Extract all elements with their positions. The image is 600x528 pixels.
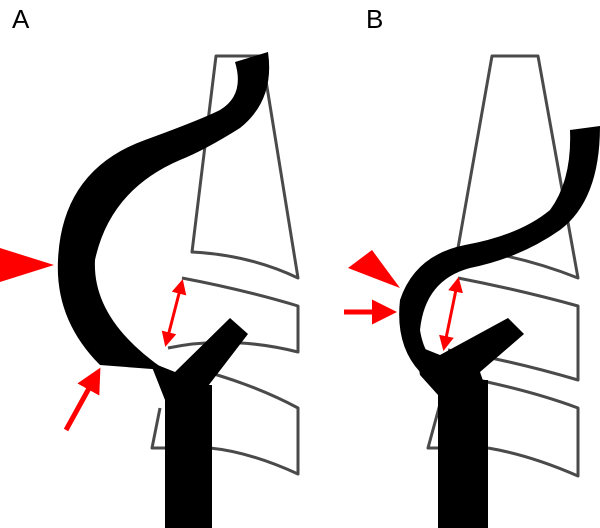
implant-thread-2-b (477, 378, 580, 478)
tissue-curve-b (399, 126, 600, 372)
panel-label-b: B (366, 4, 384, 34)
arrowhead-indicator-icon-b (348, 250, 400, 288)
double-headed-arrow-icon (161, 279, 187, 347)
implant-thread-2-a (199, 368, 300, 476)
panel-label-a: A (12, 4, 30, 34)
panel-b (344, 54, 600, 528)
tissue-stem-b (438, 380, 488, 528)
tissue-junction-b (415, 318, 524, 395)
double-headed-arrow-icon-b (439, 277, 463, 351)
tissue-curve-a (57, 52, 270, 370)
implant-thread-3-a (150, 407, 170, 450)
tissue-stem-a (165, 385, 212, 528)
arrow-indicator-icon (63, 367, 101, 432)
implant-upper-outline-a (190, 54, 300, 280)
panel-a (0, 52, 300, 528)
arrowhead-indicator-icon (0, 248, 54, 282)
tissue-junction-a (150, 318, 248, 400)
